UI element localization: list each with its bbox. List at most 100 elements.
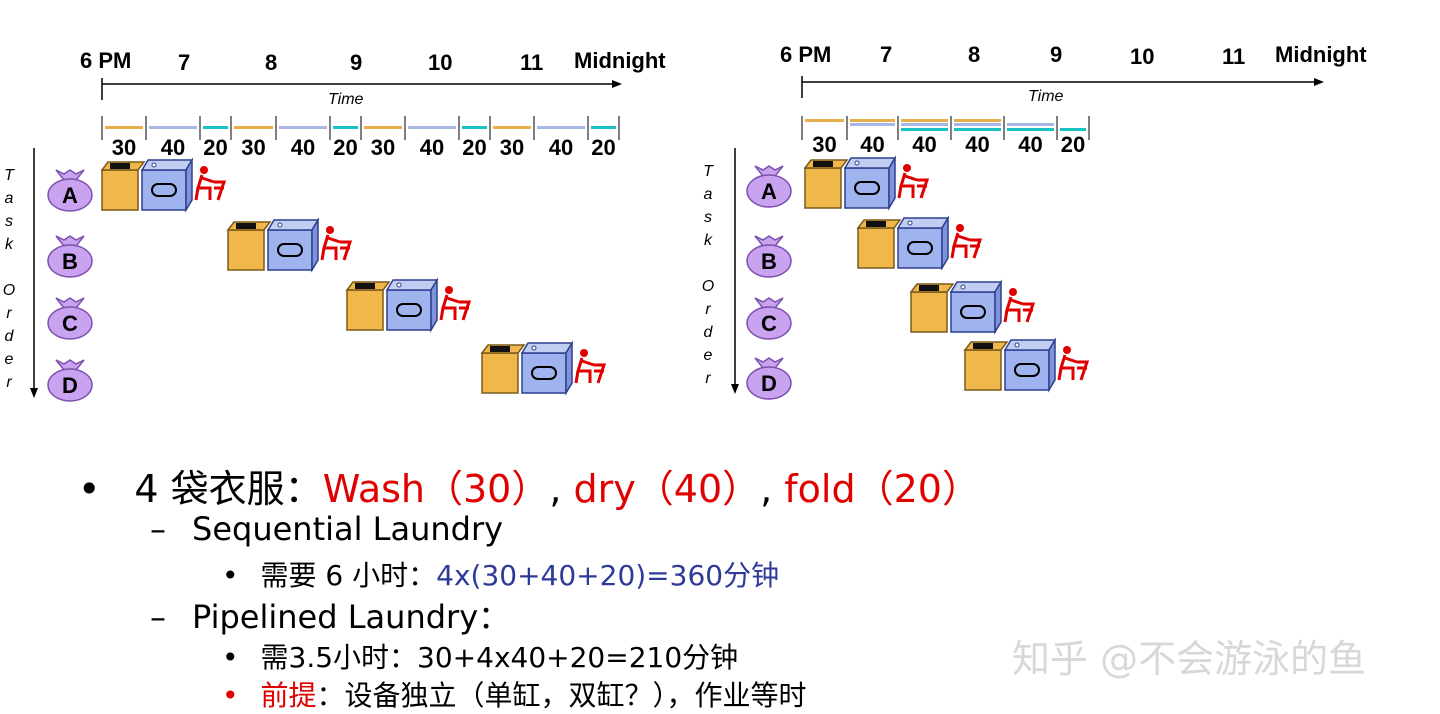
time-label-9: 9 xyxy=(350,50,362,75)
slot-bar xyxy=(234,126,273,129)
watermark: 知乎 @不会游泳的鱼 xyxy=(1012,637,1367,681)
time-arrow-head xyxy=(1314,78,1324,86)
task-axis-letter: k xyxy=(5,236,14,253)
time-label-10: 10 xyxy=(428,50,452,75)
machine-set xyxy=(909,279,1036,335)
duration-label: 30 xyxy=(112,135,136,160)
laundry-bag-C: C xyxy=(746,297,792,340)
slot-bar xyxy=(203,126,228,129)
time-label-11: 11 xyxy=(1222,44,1245,69)
sequential-machines xyxy=(100,157,607,396)
slot-bar xyxy=(462,126,487,129)
time-label-6pm: 6 PM xyxy=(80,48,131,73)
folder-person-icon xyxy=(1003,288,1036,323)
duration-label: 40 xyxy=(420,135,444,160)
task-axis-letter: e xyxy=(5,351,14,368)
bag-label: B xyxy=(62,249,78,274)
laundry-bag-A: A xyxy=(746,165,792,208)
bag-label: D xyxy=(62,373,78,398)
dryer xyxy=(267,229,313,271)
machine-set xyxy=(100,157,227,213)
task-axis-letter: k xyxy=(704,232,713,249)
time-label-9: 9 xyxy=(1050,42,1062,67)
time-label-11: 11 xyxy=(520,50,543,75)
machine-set xyxy=(963,337,1090,393)
washer xyxy=(964,349,1002,391)
time-label-7: 7 xyxy=(178,50,190,75)
slot-bar xyxy=(901,123,948,126)
task-axis-letter: e xyxy=(704,347,713,364)
task-axis-letter: r xyxy=(705,301,711,318)
machine-set xyxy=(345,277,472,333)
time-arrow-head xyxy=(612,80,622,88)
premise-text: ：设备独立（单缸，双缸？），作业等时 xyxy=(316,679,807,712)
time-label-6pm: 6 PM xyxy=(780,42,831,67)
dryer xyxy=(521,352,567,394)
washer xyxy=(101,169,139,211)
dryer xyxy=(1004,349,1050,391)
slot-bar xyxy=(333,126,358,129)
laundry-bag-D: D xyxy=(47,359,93,402)
laundry-bag-B: B xyxy=(746,235,792,278)
pipelined-title: Pipelined Laundry： xyxy=(192,598,511,636)
task-axis-letter: d xyxy=(5,328,15,345)
duration-label: 30 xyxy=(812,132,836,157)
main-bullet: •4 袋衣服：Wash（30）, dry（40）, fold（20） xyxy=(78,458,980,513)
slot-bar xyxy=(364,126,402,129)
premise-label: 前提 xyxy=(260,679,317,712)
sequential-detail-prefix: 需要 6 小时： xyxy=(260,559,437,592)
dash: – xyxy=(150,510,166,548)
machine-set xyxy=(226,217,353,273)
task-axis-letter: s xyxy=(704,209,712,226)
bag-label: C xyxy=(761,311,777,336)
folder-person-icon xyxy=(897,164,930,199)
time-axis-label: Time xyxy=(328,91,364,108)
slot-bar xyxy=(850,123,895,126)
dryer xyxy=(141,169,187,211)
duration-label: 20 xyxy=(591,135,615,160)
dryer xyxy=(844,167,890,209)
washer xyxy=(227,229,265,271)
time-label-10: 10 xyxy=(1130,44,1154,69)
task-axis-letter: a xyxy=(704,186,713,203)
dry-text: dry（40） xyxy=(573,467,761,511)
slot-bar xyxy=(149,126,197,129)
pipelined-detail-text: 需3.5小时：30+4x40+20=210分钟 xyxy=(260,641,739,674)
task-axis-letter: r xyxy=(6,374,12,391)
duration-label: 40 xyxy=(291,135,315,160)
machine-set xyxy=(803,155,930,211)
bag-label: B xyxy=(761,249,777,274)
slot-bar xyxy=(954,119,1001,122)
slot-bar xyxy=(1007,123,1054,126)
folder-person-icon xyxy=(950,224,983,259)
folder-person-icon xyxy=(439,286,472,321)
slot-bar xyxy=(1007,128,1054,131)
time-label-8: 8 xyxy=(968,42,980,67)
bullet-dot: • xyxy=(78,467,101,511)
duration-label: 20 xyxy=(333,135,357,160)
slot-bar xyxy=(279,126,327,129)
sep1: , xyxy=(549,467,574,511)
task-axis-letter: d xyxy=(704,324,714,341)
task-axis-head xyxy=(731,384,739,394)
sep2: , xyxy=(760,467,785,511)
slot-bar xyxy=(805,119,844,122)
task-axis-letter: O xyxy=(702,278,714,295)
washer xyxy=(346,289,384,331)
slot-bar xyxy=(493,126,531,129)
bullet-dot: • xyxy=(222,679,239,712)
fold-text: fold（20） xyxy=(784,467,980,511)
duration-label: 20 xyxy=(462,135,486,160)
slot-bar xyxy=(408,126,456,129)
task-axis-head xyxy=(30,388,38,398)
time-label-midnight: Midnight xyxy=(1275,42,1367,67)
folder-person-icon xyxy=(194,166,227,201)
pipelined-timeline-labels: 6 PM 7 8 9 10 11 Midnight xyxy=(780,42,1367,69)
laundry-bag-C: C xyxy=(47,297,93,340)
slot-bar xyxy=(537,126,585,129)
